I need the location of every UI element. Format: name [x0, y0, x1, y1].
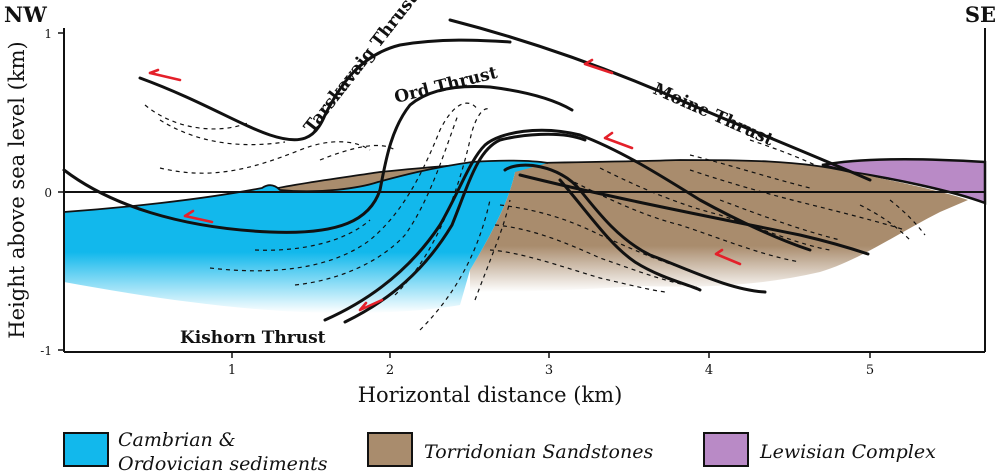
arrow-tarskavaig: [148, 68, 182, 82]
x-tick-3: 3: [545, 363, 553, 378]
moine-thrust-trace: [448, 18, 872, 182]
arrow-kishorn: [358, 298, 384, 312]
x-tick-2: 2: [386, 363, 394, 378]
arrow-moine: [583, 58, 614, 75]
imbricate-thrust-trace: [503, 163, 767, 294]
legend-cambrian-line2: Ordovician sediments: [118, 453, 328, 475]
legend: Cambrian & Ordovician sediments Torridon…: [63, 429, 936, 475]
ord-thrust-trace: [62, 84, 574, 234]
label-kishorn-thrust: Kishorn Thrust: [180, 328, 326, 348]
x-tick-1: 1: [228, 363, 236, 378]
arrow-kishorn-upper: [603, 131, 634, 150]
y-tick-minus-1: -1: [40, 344, 52, 358]
x-tick-4: 4: [705, 363, 713, 378]
legend-swatch-torridonian: [367, 432, 413, 467]
y-tick-0: 0: [44, 186, 52, 200]
label-ord-thrust: Ord Thrust: [392, 63, 499, 108]
orientation-se: SE: [965, 2, 996, 27]
y-tick-1: 1: [44, 27, 52, 41]
cambrian-ordovician-unit: [64, 160, 548, 314]
x-axis-label: Horizontal distance (km): [358, 383, 623, 407]
imbricate-thrust-lower-trace: [558, 178, 702, 292]
arrow-imbricate: [714, 248, 742, 266]
kishorn-thrust-inner-trace: [343, 132, 587, 324]
y-axis-label: Height above sea level (km): [5, 41, 29, 338]
arrow-ord: [183, 209, 214, 224]
movement-arrows: [148, 58, 742, 312]
thrust-faults: [62, 18, 872, 324]
legend-cambrian-line1: Cambrian &: [118, 429, 236, 451]
legend-torridonian: Torridonian Sandstones: [424, 441, 653, 463]
kishorn-thrust-trace: [323, 128, 812, 322]
legend-swatch-lewisian: [703, 432, 749, 467]
tarskavaig-thrust-trace: [138, 38, 512, 142]
legend-swatch-cambrian: [63, 432, 109, 467]
orientation-nw: NW: [4, 2, 47, 27]
axes: 1 0 -1 1 2 3 4 5 Horizontal distance (km…: [5, 27, 986, 407]
legend-lewisian: Lewisian Complex: [759, 441, 936, 463]
x-tick-5: 5: [866, 363, 874, 378]
label-moine-thrust: Moine Thrust: [650, 79, 777, 150]
